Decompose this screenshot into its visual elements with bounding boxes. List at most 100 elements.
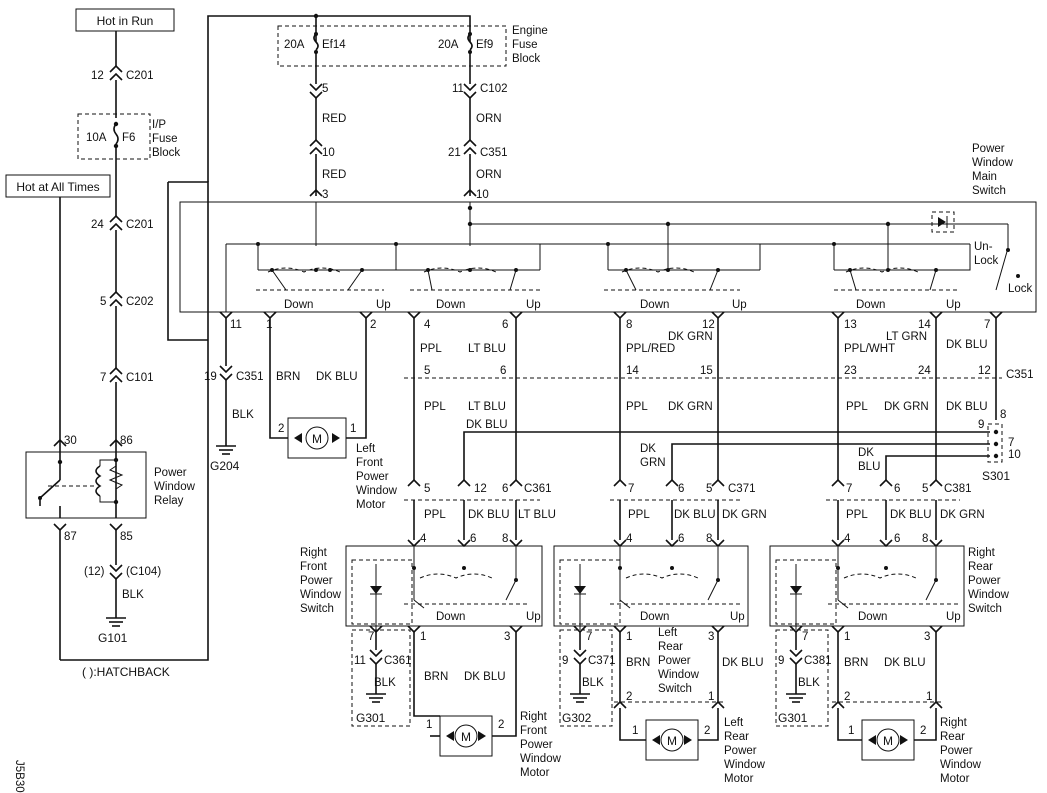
wire-color-label: DK BLU bbox=[884, 657, 926, 669]
fuse-ef14-rating: 20A bbox=[284, 39, 305, 51]
connector-c351-label: C351 bbox=[236, 371, 264, 383]
wire-color-label: ORN bbox=[476, 113, 502, 125]
rf-switch bbox=[345, 539, 543, 630]
rr-motor-label: Window bbox=[940, 759, 982, 771]
pin-label: 7 bbox=[368, 631, 374, 643]
rr-motor-label: Motor bbox=[940, 773, 970, 785]
pin-label: 6 bbox=[502, 319, 508, 331]
pin-label: 8 bbox=[1000, 409, 1006, 421]
wire-color-label: DK BLU bbox=[468, 509, 510, 521]
lr-motor-label: Left bbox=[724, 717, 744, 729]
pin-label: 5 bbox=[322, 83, 328, 95]
pin-label: 1 bbox=[708, 691, 714, 703]
pin-label: 85 bbox=[120, 531, 133, 543]
wire-color-label: DK bbox=[640, 443, 656, 455]
pin-label: 1 bbox=[926, 691, 932, 703]
pin-label: 8 bbox=[922, 533, 928, 545]
pin-label: 8 bbox=[626, 319, 632, 331]
relay-label: Relay bbox=[154, 495, 184, 507]
lr-switch-label: Power bbox=[658, 655, 691, 667]
relay-coil bbox=[95, 465, 102, 497]
pin-label: 2 bbox=[920, 725, 926, 737]
wire-color-label: BRN bbox=[626, 657, 650, 669]
pin-label: 6 bbox=[470, 533, 476, 545]
pin-label: 14 bbox=[918, 319, 931, 331]
door-wires bbox=[413, 500, 937, 540]
rr-switch-label: Power bbox=[968, 575, 1001, 587]
pin-label: 7 bbox=[1008, 437, 1014, 449]
pin-label: 12 bbox=[474, 483, 487, 495]
pin-label: 1 bbox=[420, 631, 426, 643]
pin-label: 1 bbox=[844, 631, 850, 643]
pin-label: 7 bbox=[802, 631, 808, 643]
relay-label: Power bbox=[154, 467, 187, 479]
wire-color-label: DK BLU bbox=[466, 419, 508, 431]
unlock-label: Un- bbox=[974, 241, 993, 253]
relay-label: Window bbox=[154, 481, 196, 493]
motor-m-icon: M bbox=[461, 730, 471, 744]
connector-c201-label: C201 bbox=[126, 219, 154, 231]
pin-label: 9 bbox=[562, 655, 568, 667]
rf-switch-label: Front bbox=[300, 561, 328, 573]
lr-switch-label: Left bbox=[658, 627, 678, 639]
connector-c201-label: C201 bbox=[126, 70, 154, 82]
pin-label: 12 bbox=[91, 70, 104, 82]
hatchback-note: ( ):HATCHBACK bbox=[82, 665, 170, 679]
ground-g101-label: G101 bbox=[98, 631, 128, 645]
trunk-wires bbox=[413, 318, 997, 480]
wire-color-label: DK GRN bbox=[722, 509, 767, 521]
main-switch-label: Switch bbox=[972, 185, 1006, 197]
wire-color-label: DK BLU bbox=[722, 657, 764, 669]
wire-color-label: LT BLU bbox=[468, 401, 506, 413]
pin-label: 1 bbox=[626, 631, 632, 643]
wire-color-label: LT GRN bbox=[886, 331, 927, 343]
lr-motor-label: Motor bbox=[724, 773, 754, 785]
fuse-f6-rating: 10A bbox=[86, 132, 107, 144]
down-label: Down bbox=[640, 611, 669, 623]
connector-c371-label: C371 bbox=[588, 655, 616, 667]
engine-fuse-label: Engine bbox=[512, 25, 548, 37]
ip-fuse-label: Fuse bbox=[152, 133, 178, 145]
motor-m-icon: M bbox=[312, 432, 322, 446]
wire-color-label: GRN bbox=[640, 457, 666, 469]
lr-motor-label: Rear bbox=[724, 731, 749, 743]
pin-label: 4 bbox=[844, 533, 851, 545]
connector-c202-label: C202 bbox=[126, 296, 154, 308]
pin-label: 86 bbox=[120, 435, 133, 447]
pin-label: 9 bbox=[978, 419, 984, 431]
connector-c361-label: C361 bbox=[384, 655, 412, 667]
rr-switch bbox=[769, 539, 965, 630]
pin-label: 1 bbox=[632, 725, 638, 737]
pin-label: 87 bbox=[64, 531, 77, 543]
connector-c381-label: C381 bbox=[804, 655, 832, 667]
down-label: Down bbox=[284, 299, 313, 311]
rr-outputs bbox=[775, 625, 943, 761]
rf-motor-label: Power bbox=[520, 739, 553, 751]
door-connectors bbox=[407, 478, 943, 487]
pin-label: 1 bbox=[426, 719, 432, 731]
wire-color-label: PPL bbox=[420, 343, 442, 355]
pin-label: 7 bbox=[984, 319, 990, 331]
lf-motor-label: Power bbox=[356, 471, 389, 483]
engine-fuse-block bbox=[277, 25, 507, 67]
main-switch-label: Window bbox=[972, 157, 1014, 169]
pin-label: 3 bbox=[924, 631, 930, 643]
lr-switch-label: Switch bbox=[658, 683, 692, 695]
pin-label: 23 bbox=[844, 365, 857, 377]
pin-label: 10 bbox=[322, 147, 335, 159]
wire-color-label: ORN bbox=[476, 169, 502, 181]
power-window-relay bbox=[25, 451, 147, 519]
ground-g301-label: G301 bbox=[778, 711, 808, 725]
ip-fuse-label: Block bbox=[152, 147, 180, 159]
rr-switch-label: Rear bbox=[968, 561, 993, 573]
pin-label: 7 bbox=[100, 372, 106, 384]
ip-fuse-label: I/P bbox=[152, 119, 166, 131]
up-label: Up bbox=[376, 299, 391, 311]
wire-color-label: LT BLU bbox=[468, 343, 506, 355]
lr-motor-label: Window bbox=[724, 759, 766, 771]
pin-label: 24 bbox=[91, 219, 104, 231]
pin-label: 7 bbox=[628, 483, 634, 495]
wire-color-label: DK BLU bbox=[946, 339, 988, 351]
lr-motor bbox=[645, 719, 699, 761]
